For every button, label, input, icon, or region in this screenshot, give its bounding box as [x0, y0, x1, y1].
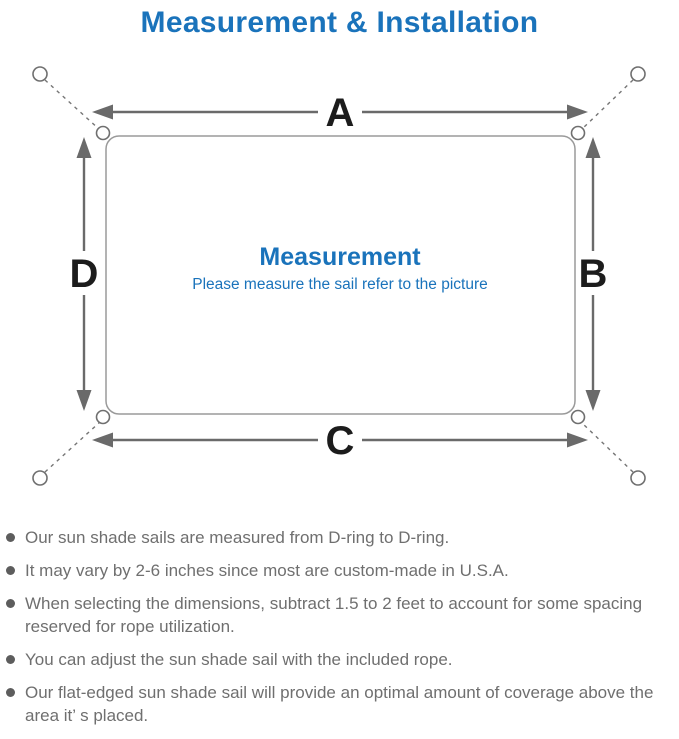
- note-item: You can adjust the sun shade sail with t…: [6, 648, 669, 671]
- arrow-d-up-head-icon: [76, 137, 92, 158]
- d-ring-bottom-left-icon: [95, 409, 111, 425]
- d-ring-top-right-icon: [570, 125, 586, 141]
- arrow-c-left-head-icon: [92, 432, 113, 448]
- note-item: It may vary by 2-6 inches since most are…: [6, 559, 669, 582]
- arrow-c-right-head-icon: [567, 432, 588, 448]
- anchor-point-bottom-left-icon: [32, 470, 48, 486]
- anchor-point-bottom-right-icon: [630, 470, 646, 486]
- d-rings: [95, 125, 586, 425]
- note-item: When selecting the dimensions, subtract …: [6, 592, 669, 638]
- sail-measurement-diagram: A B C D Measurement Please measure the s…: [32, 66, 646, 486]
- arrow-b-up-head-icon: [585, 137, 601, 158]
- note-text: When selecting the dimensions, subtract …: [25, 594, 643, 636]
- dimension-arrows: [76, 104, 601, 448]
- dimension-label-b: B: [579, 252, 608, 296]
- rope-line-bottom-left: [44, 421, 101, 473]
- note-text: You can adjust the sun shade sail with t…: [25, 650, 453, 669]
- note-item: Our flat-edged sun shade sail will provi…: [6, 681, 669, 727]
- notes-list: Our sun shade sails are measured from D-…: [0, 510, 679, 727]
- dimension-label-a: A: [326, 91, 355, 135]
- d-ring-top-left-icon: [95, 125, 111, 141]
- note-text: Our flat-edged sun shade sail will provi…: [25, 683, 654, 725]
- dimension-label-d: D: [70, 252, 99, 296]
- arrow-a-left-head-icon: [92, 104, 113, 120]
- anchor-point-top-left-icon: [32, 66, 48, 82]
- rope-line-bottom-right: [580, 421, 634, 473]
- bullet-icon: [6, 599, 15, 608]
- bullet-icon: [6, 533, 15, 542]
- note-text: Our sun shade sails are measured from D-…: [25, 528, 450, 547]
- bullet-icon: [6, 566, 15, 575]
- arrow-b-down-head-icon: [585, 390, 601, 411]
- shade-sail-outline: [105, 135, 576, 415]
- anchor-points: [32, 66, 646, 486]
- d-ring-bottom-right-icon: [570, 409, 586, 425]
- note-text: It may vary by 2-6 inches since most are…: [25, 561, 509, 580]
- dimension-label-c: C: [326, 419, 355, 463]
- bullet-icon: [6, 688, 15, 697]
- diagram-center-subtitle: Please measure the sail refer to the pic…: [192, 276, 488, 293]
- rope-line-top-right: [580, 79, 634, 131]
- bullet-icon: [6, 655, 15, 664]
- rope-line-top-left: [44, 79, 101, 131]
- arrow-d-down-head-icon: [76, 390, 92, 411]
- diagram-center-title: Measurement: [259, 243, 421, 271]
- note-item: Our sun shade sails are measured from D-…: [6, 526, 669, 549]
- page-title: Measurement & Installation: [140, 6, 539, 39]
- arrow-a-right-head-icon: [567, 104, 588, 120]
- anchor-point-top-right-icon: [630, 66, 646, 82]
